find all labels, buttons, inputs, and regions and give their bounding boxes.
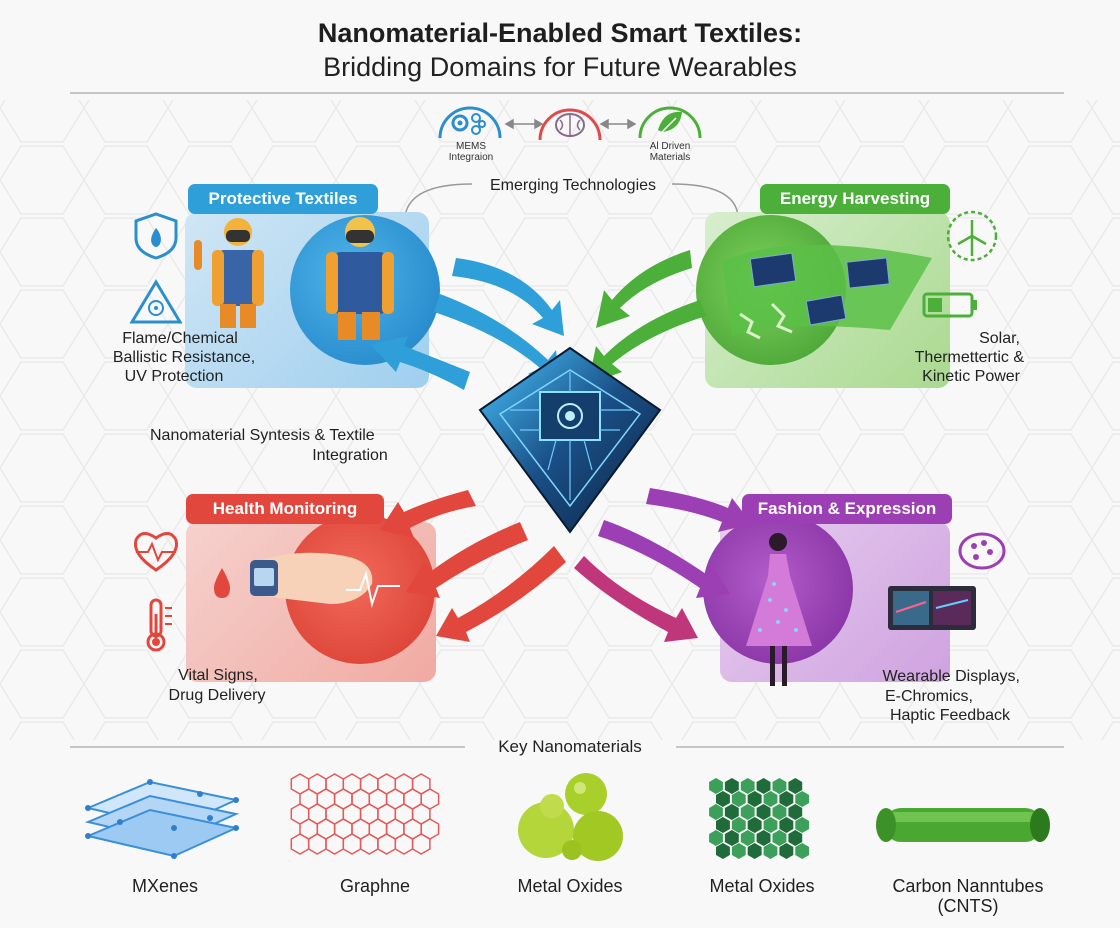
protective-title-pill: Protective Textiles	[188, 184, 378, 214]
energy-circle	[696, 215, 846, 365]
fashion-circle	[703, 514, 853, 664]
center-label-line2: Integration	[312, 447, 388, 464]
protective-desc-2: Ballistic Resistance,	[112, 349, 256, 366]
key-nanomaterials-heading: Key Nanomaterials	[498, 737, 642, 756]
fashion-desc-2: E-Chromics,	[884, 688, 973, 705]
energy-desc-1: Solar,	[979, 330, 1020, 347]
energy-title-pill: Energy Harvesting	[760, 184, 950, 214]
material-label-cnt: Carbon Nanntubes	[892, 876, 1044, 896]
protective-circle	[290, 215, 440, 365]
protective-desc-1: Flame/Chemical	[122, 330, 238, 347]
health-circle	[285, 514, 435, 664]
health-title-pill: Health Monitoring	[186, 494, 384, 524]
ai-materials-label: Al Driven Materials	[649, 141, 691, 163]
material-label-cnt-abbr: (CNTS)	[937, 896, 999, 916]
material-label-graphene: Graphne	[339, 876, 411, 896]
energy-desc-2: Thermettertic &	[914, 349, 1024, 366]
health-desc-2: Drug Delivery	[168, 687, 266, 704]
page-subtitle: Bridding Domains for Future Wearables	[323, 52, 797, 82]
energy-desc-3: Kinetic Power	[922, 368, 1020, 385]
emerging-technologies-label: Emerging Technologies	[489, 177, 657, 194]
fashion-desc-1: Wearable Displays,	[882, 668, 1020, 685]
key-divider-right	[676, 746, 1064, 748]
page-title: Nanomaterial-Enabled Smart Textiles:	[317, 18, 803, 48]
protective-desc-3: UV Protection	[124, 368, 224, 385]
key-divider-left	[70, 746, 465, 748]
health-desc-1: Vital Signs,	[178, 667, 258, 684]
material-label-metal-oxides-1: Metal Oxides	[517, 876, 623, 896]
center-label-line1: Nanomaterial Syntesis & Textile	[150, 427, 375, 444]
title-divider	[70, 92, 1064, 94]
material-label-mxenes: MXenes	[131, 876, 199, 896]
fashion-title-pill: Fashion & Expression	[742, 494, 952, 524]
material-label-metal-oxides-2: Metal Oxides	[709, 876, 815, 896]
mems-label: MEMS Integraion	[448, 141, 494, 163]
fashion-desc-3: Haptic Feedback	[889, 707, 1010, 724]
